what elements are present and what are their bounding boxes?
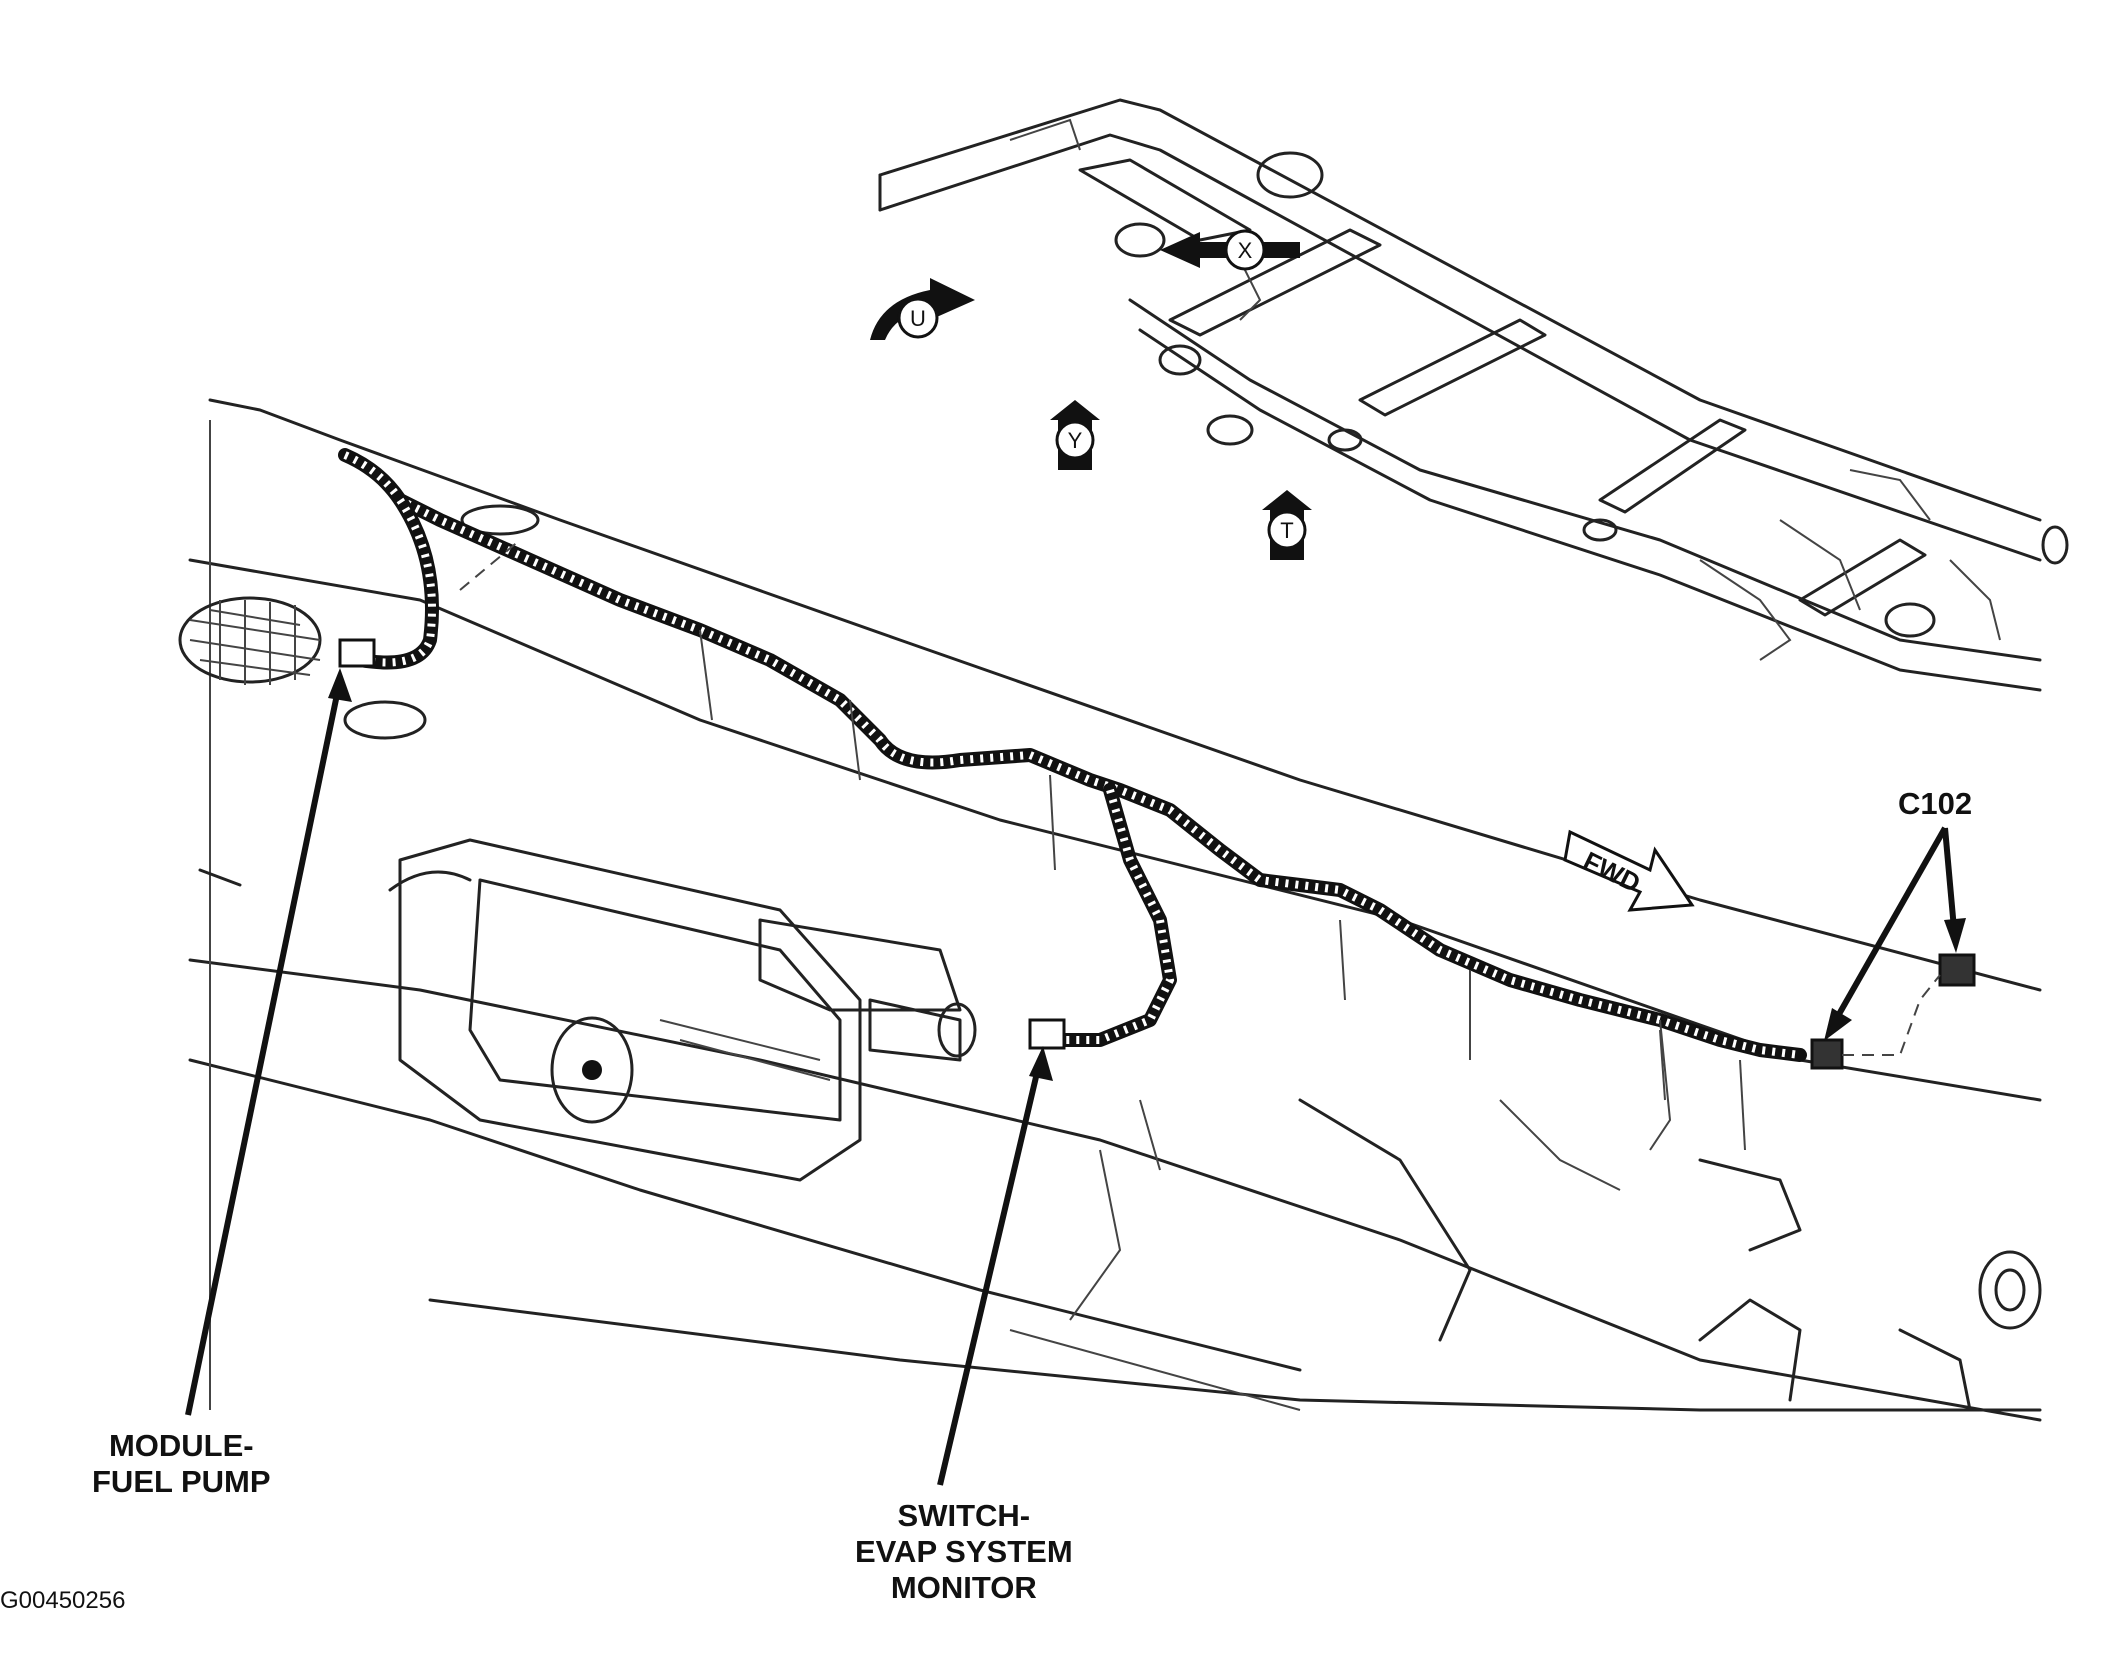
wiring-harness xyxy=(338,448,1976,1151)
underbody-structure xyxy=(178,398,2042,1422)
view-arrow-x-label: X xyxy=(1238,238,1253,263)
fuel-pump-label-line-1: MODULE- xyxy=(108,1428,254,1463)
view-arrow-t: T xyxy=(1262,490,1312,560)
inset-frame-view xyxy=(878,98,2069,692)
fuel-pump-label: MODULE- FUEL PUMP xyxy=(92,1428,271,1500)
leader-lines xyxy=(185,668,1966,1486)
figure-id-text: G00450256 xyxy=(0,1587,126,1614)
fuel-pump-connector xyxy=(338,638,376,668)
c102-label: C102 xyxy=(1898,786,1972,822)
evap-switch-label-line-3: MONITOR xyxy=(890,1570,1037,1605)
forward-direction-marker: FWD xyxy=(1563,829,1695,912)
fuel-pump-label-line-2: FUEL PUMP xyxy=(92,1464,271,1499)
view-arrow-t-label: T xyxy=(1280,518,1293,543)
c102-label-text: C102 xyxy=(1898,786,1973,821)
view-arrow-y-label: Y xyxy=(1068,428,1083,453)
view-arrow-x: X xyxy=(1160,229,1300,271)
evap-switch-leader xyxy=(937,1059,1043,1486)
view-arrow-u-label: U xyxy=(910,306,926,331)
evap-switch-label-line-2: EVAP SYSTEM xyxy=(855,1534,1073,1569)
c102-connector-right xyxy=(1938,953,1976,987)
fuel-pump-leader xyxy=(185,679,343,1416)
c102-leader-left xyxy=(1827,826,1948,1032)
view-arrow-y: Y xyxy=(1050,400,1100,470)
evap-switch-label-line-1: SWITCH- xyxy=(897,1498,1031,1533)
figure-id: G00450256 xyxy=(0,1583,125,1619)
evap-switch-connector xyxy=(1028,1018,1066,1050)
evap-switch-label: SWITCH- EVAP SYSTEM MONITOR xyxy=(855,1498,1073,1606)
view-arrow-u: U xyxy=(870,278,975,340)
c102-connector-left xyxy=(1810,1038,1844,1070)
